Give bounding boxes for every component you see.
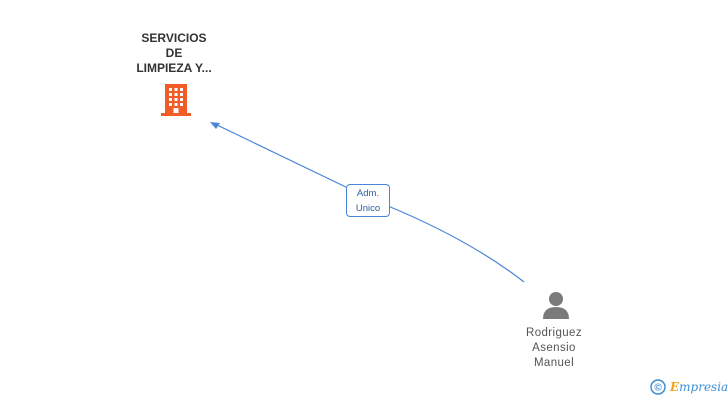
person-icon[interactable] (541, 290, 571, 320)
company-name[interactable]: SERVICIOS DE LIMPIEZA Y... (136, 31, 212, 75)
person-name[interactable]: Rodriguez Asensio Manuel (525, 327, 583, 369)
copyright-symbol: © (654, 383, 662, 394)
brand-logo: Empresia (670, 380, 728, 394)
copyright-icon: © (650, 379, 666, 395)
arrowhead-icon (210, 122, 220, 129)
building-icon[interactable] (160, 83, 192, 117)
relation-label: Adm. Unico (346, 184, 390, 217)
brand-initial: E (670, 380, 680, 394)
brand-name: mpresia (679, 380, 728, 394)
